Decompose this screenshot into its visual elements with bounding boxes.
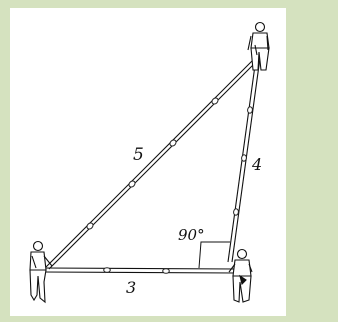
person-bottom-right [228,248,253,303]
knot [162,268,170,274]
rope-hypotenuse [45,54,262,270]
person-left [29,240,53,304]
knot [211,97,219,105]
knot [169,139,177,147]
knot [103,267,111,273]
vertical-side-label: 4 [251,155,262,174]
hypotenuse-label: 5 [133,145,144,165]
knot [128,180,136,188]
knot [233,208,239,216]
knot [86,222,94,230]
base-label: 3 [126,278,136,297]
person-top-right [247,21,270,71]
rope-base [43,267,237,274]
right-angle-marker [198,241,230,269]
knot [241,154,247,162]
rope-knots [86,97,253,274]
right-angle-label: 90° [178,226,205,244]
knot [247,106,253,114]
